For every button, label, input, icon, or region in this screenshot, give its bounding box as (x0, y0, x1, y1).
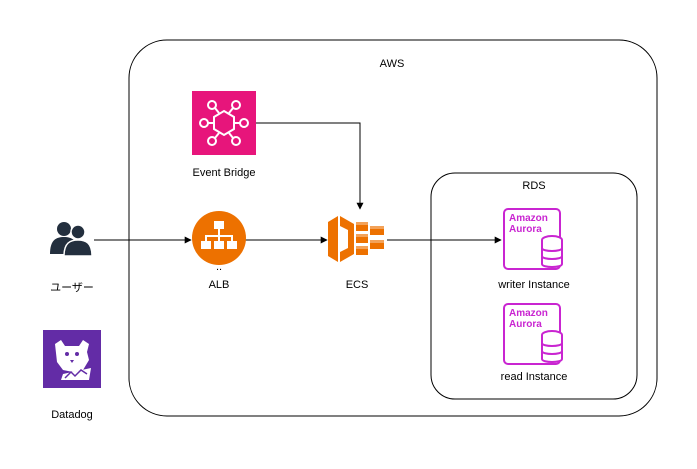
ecs-label: ECS (345, 279, 369, 291)
read-instance-label: read Instance (500, 371, 568, 383)
aws-group-label: AWS (379, 58, 405, 70)
ecs-icon (328, 212, 386, 266)
datadog-label: Datadog (51, 409, 93, 421)
aurora-badge-line1: Amazon (509, 213, 548, 224)
aurora-badge-line2: Aurora (509, 224, 542, 235)
aurora-badge-line1: Amazon (509, 308, 548, 319)
rds-group-label: RDS (522, 180, 546, 192)
edge-eventbridge-ecs (256, 122, 364, 210)
aurora-badge-line2: Aurora (509, 319, 542, 330)
load-balancer-icon (192, 211, 246, 265)
rds-group-border (430, 172, 638, 400)
alb-dots: .. (215, 261, 223, 273)
eventbridge-icon (192, 91, 256, 155)
aws-group-border (128, 39, 658, 417)
datadog-logo (43, 330, 101, 388)
eventbridge-label: Event Bridge (192, 167, 256, 179)
users-icon (50, 220, 92, 256)
aurora-icon-reader: Amazon Aurora (503, 303, 567, 367)
users-label: ユーザー (50, 282, 94, 294)
alb-label: ALB (208, 279, 230, 291)
writer-instance-label: writer Instance (498, 279, 570, 291)
aurora-icon-writer: Amazon Aurora (503, 208, 567, 272)
